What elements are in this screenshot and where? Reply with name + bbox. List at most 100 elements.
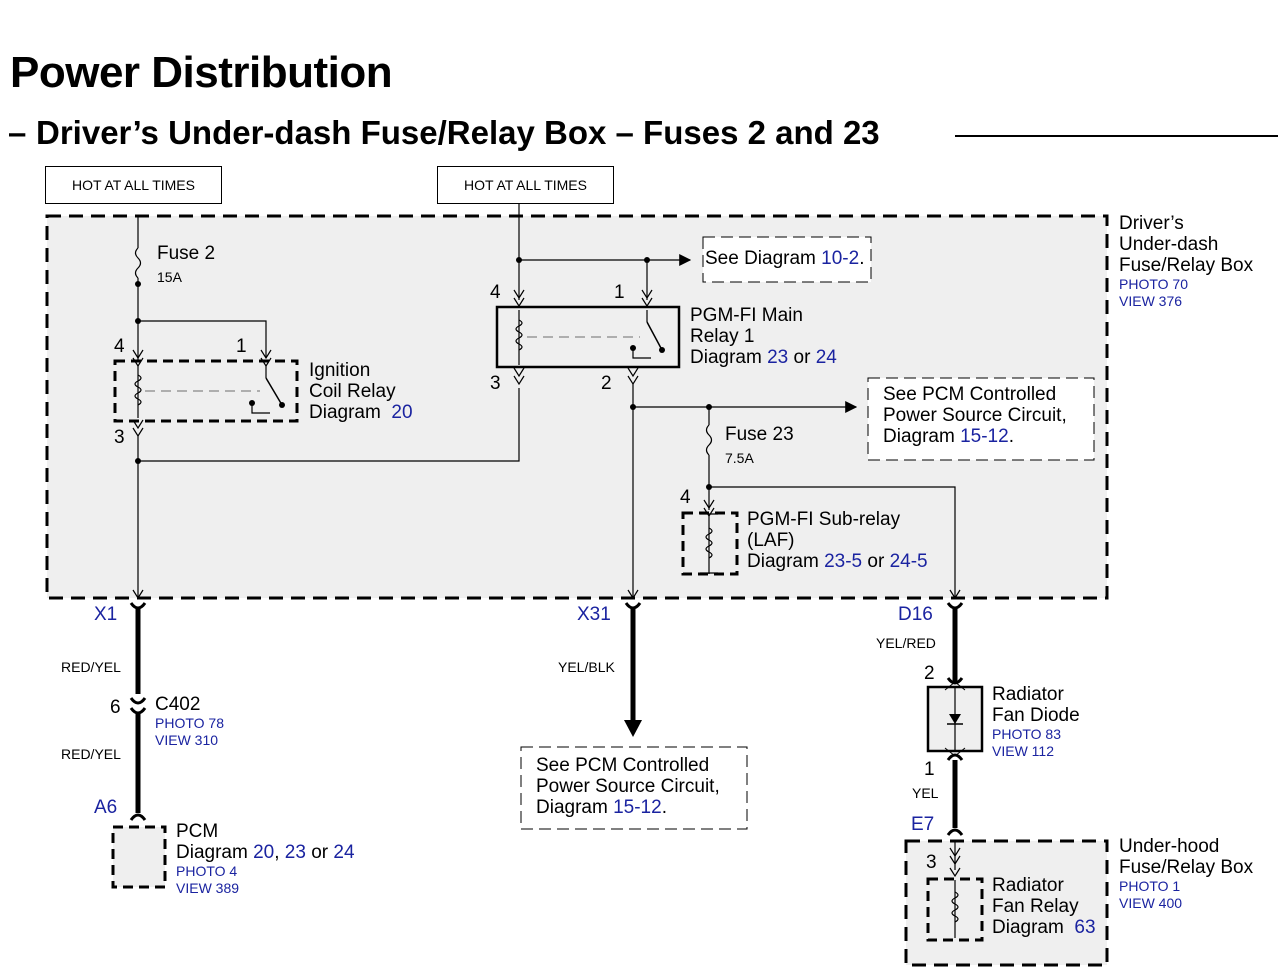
connector-a6-label: A6 <box>94 797 118 818</box>
see-pcm-upper-diagram-link[interactable]: 15-12 <box>960 426 1009 447</box>
fan-relay-label: Radiator Fan Relay Diagram 63 <box>992 875 1096 938</box>
c402-view-link[interactable]: VIEW 310 <box>155 731 219 748</box>
sub-relay-label: PGM-FI Sub-relay (LAF) Diagram 23-5 or 2… <box>747 509 928 572</box>
splice-dot <box>135 281 141 287</box>
main-relay-or: or <box>793 347 811 368</box>
c402-photo-link[interactable]: PHOTO 78 <box>155 715 224 731</box>
underhood-label: Under-hood Fuse/Relay Box PHOTO 1 VIEW 4… <box>1119 836 1253 911</box>
see-pcm-lower-box <box>520 746 748 830</box>
under-hood-box-outline <box>904 839 1109 967</box>
sub-relay-or: or <box>867 551 885 572</box>
wire-color-yel-red: YEL/RED <box>876 635 936 651</box>
fuse-box-photo-link[interactable]: PHOTO 70 <box>1119 276 1188 292</box>
fuse-box-view-link[interactable]: VIEW 376 <box>1119 292 1183 309</box>
main-relay-diagram-24-link[interactable]: 24 <box>815 347 837 368</box>
see-diagram-10-2-prefix: See Diagram <box>705 248 816 269</box>
see-diagram-10-2-suffix: . <box>859 248 865 269</box>
pcm-diagram-24-link[interactable]: 24 <box>333 842 355 863</box>
see-pcm-lower-label: See PCM Controlled Power Source Circuit,… <box>536 755 720 818</box>
diode-pin-2: 2 <box>924 663 935 684</box>
ignition-relay-line-1: Ignition <box>309 360 371 381</box>
underhood-line-1: Under-hood <box>1119 836 1220 857</box>
see-pcm-lower-diagram-link[interactable]: 15-12 <box>613 797 662 818</box>
c402-pin: 6 <box>110 697 121 718</box>
see-pcm-upper-prefix: Diagram <box>883 426 955 447</box>
see-diagram-10-2-label: See Diagram 10-2. <box>705 248 864 269</box>
pcm-diagram-20-link[interactable]: 20 <box>253 842 275 863</box>
ignition-relay-pin-4: 4 <box>114 336 125 357</box>
see-pcm-lower-prefix: Diagram <box>536 797 608 818</box>
connector-a6-symbol <box>129 813 147 821</box>
sub-relay-line-2: (LAF) <box>747 530 795 551</box>
ignition-relay-pin-1: 1 <box>236 336 247 357</box>
wire-color-yel-blk: YEL/BLK <box>558 659 615 675</box>
main-relay-line-1: PGM-FI Main <box>690 305 803 326</box>
main-relay-pin-4: 4 <box>490 282 501 303</box>
underhood-photo-link[interactable]: PHOTO 1 <box>1119 878 1181 894</box>
fuse-2-name: Fuse 2 <box>157 243 216 264</box>
diode-line-1: Radiator <box>992 684 1064 705</box>
connector-c402-symbol <box>129 697 147 715</box>
fuse-23-rating: 7.5A <box>725 450 754 466</box>
see-pcm-upper-suffix: . <box>1008 426 1014 447</box>
pcm-label: PCM Diagram 20, 23 or 24 PHOTO 4 VIEW 38… <box>176 821 355 896</box>
fan-relay-diagram-prefix: Diagram <box>992 917 1064 938</box>
see-pcm-upper-line-1: See PCM Controlled <box>883 384 1057 405</box>
pcm-diagram-23-link[interactable]: 23 <box>284 842 306 863</box>
see-pcm-lower-line-1: See PCM Controlled <box>536 755 710 776</box>
see-pcm-lower-line-2: Power Source Circuit, <box>536 776 720 797</box>
connector-x1-label: X1 <box>94 604 118 625</box>
main-relay-pin-2: 2 <box>601 373 612 394</box>
fan-relay-line-2: Fan Relay <box>992 896 1079 917</box>
ignition-coil-relay-box <box>113 359 299 423</box>
diode-view-link[interactable]: VIEW 112 <box>992 742 1054 759</box>
diode-label: Radiator Fan Diode PHOTO 83 VIEW 112 <box>992 684 1080 759</box>
see-pcm-upper-label: See PCM Controlled Power Source Circuit,… <box>883 384 1067 447</box>
ignition-relay-diagram-link[interactable]: 20 <box>391 402 413 423</box>
ignition-relay-diagram-prefix: Diagram <box>309 402 381 423</box>
diode-photo-link[interactable]: PHOTO 83 <box>992 726 1061 742</box>
see-pcm-upper-box <box>867 377 1095 461</box>
fan-relay-line-1: Radiator <box>992 875 1064 896</box>
main-relay-diagram-23-link[interactable]: 23 <box>767 347 789 368</box>
underhood-view-link[interactable]: VIEW 400 <box>1119 894 1183 911</box>
fuse-2-symbol <box>134 247 142 279</box>
c402-label: C402 PHOTO 78 VIEW 310 <box>155 694 224 748</box>
page-title: Power Distribution <box>10 48 393 97</box>
fan-relay-diagram-link[interactable]: 63 <box>1074 917 1096 938</box>
main-relay-pin-1: 1 <box>614 282 625 303</box>
main-relay-pin-3: 3 <box>490 373 501 394</box>
relay-coil-symbol <box>134 374 142 406</box>
sub-relay-diagram-24-5-link[interactable]: 24-5 <box>889 551 928 572</box>
wire-color-yel: YEL <box>912 785 939 801</box>
fuse-23-name: Fuse 23 <box>725 424 794 445</box>
wire-color-red-yel-upper: RED/YEL <box>61 659 121 675</box>
hot-at-all-times-label-1: HOT AT ALL TIMES <box>45 166 222 204</box>
pcm-photo-link[interactable]: PHOTO 4 <box>176 863 238 879</box>
connector-x31-label: X31 <box>577 604 611 625</box>
pcm-diagram-prefix: Diagram <box>176 842 248 863</box>
fuse-box-name-line-3: Fuse/Relay Box <box>1119 255 1254 276</box>
see-pcm-lower-suffix: . <box>661 797 667 818</box>
sub-relay-diagram-23-5-link[interactable]: 23-5 <box>824 551 863 572</box>
fuse-box-name-line-1: Driver’s <box>1119 213 1184 234</box>
fuse-23-symbol <box>705 424 713 456</box>
diagram-10-2-link[interactable]: 10-2 <box>821 248 860 269</box>
connector-e7-symbol <box>946 828 964 836</box>
connector-e7-label: E7 <box>911 814 935 835</box>
diode-line-2: Fan Diode <box>992 705 1080 726</box>
wire-color-red-yel-lower: RED/YEL <box>61 746 121 762</box>
diode-pin-1: 1 <box>924 759 935 780</box>
pcm-box <box>111 825 167 889</box>
sub-relay-line-1: PGM-FI Sub-relay <box>747 509 901 530</box>
pgm-fi-sub-relay-box <box>681 511 739 576</box>
main-relay-label: PGM-FI Main Relay 1 Diagram 23 or 24 <box>690 305 837 368</box>
sub-relay-diagram-prefix: Diagram <box>747 551 819 572</box>
see-pcm-upper-line-2: Power Source Circuit, <box>883 405 1067 426</box>
sub-relay-pin-4: 4 <box>680 487 691 508</box>
pcm-view-link[interactable]: VIEW 389 <box>176 879 240 896</box>
pcm-diagram-sep: , <box>274 842 280 863</box>
underhood-line-2: Fuse/Relay Box <box>1119 857 1254 878</box>
pcm-or: or <box>311 842 329 863</box>
subtitle-dash: – <box>8 114 27 151</box>
